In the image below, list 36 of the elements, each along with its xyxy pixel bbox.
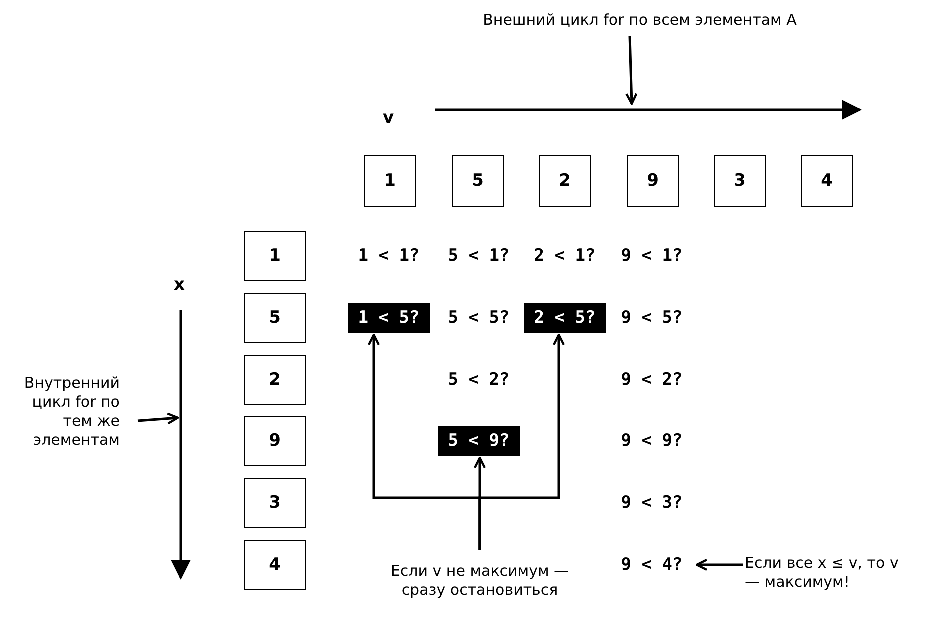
comparison-text: 9 < 2? [611,365,693,395]
comparison-text: 9 < 5? [611,303,693,333]
annotation-text: Внешний цикл for по всем элементам A [440,8,840,32]
arrow [626,36,638,106]
variable-label: v [383,108,394,128]
array-cell: 5 [452,155,504,207]
array-cell: 5 [244,293,306,343]
comparison-text: 9 < 1? [611,241,693,271]
comparison-text: 2 < 1? [524,241,606,271]
array-cell: 4 [801,155,853,207]
comparison-text: 9 < 3? [611,488,693,518]
arrow [138,412,180,425]
array-cell: 2 [244,355,306,405]
highlighted-comparison: 5 < 9? [438,426,520,456]
array-cell: 2 [539,155,591,207]
comparison-text: 5 < 2? [438,365,520,395]
array-cell: 4 [244,540,306,590]
annotation-text: Если v не максимум — сразу остановиться [390,548,570,614]
annotation-text: Внутренний цикл for по тем же элементам [22,370,120,454]
comparison-text: 9 < 9? [611,426,693,456]
variable-label: x [174,275,185,295]
arrow [474,456,486,550]
annotation-text: Если все x ≤ v, то v — максимум! [745,552,915,594]
array-cell: 9 [627,155,679,207]
array-cell: 3 [244,478,306,528]
comparison-text: 1 < 1? [348,241,430,271]
array-cell: 9 [244,416,306,466]
array-cell: 1 [364,155,416,207]
highlighted-comparison: 2 < 5? [524,303,606,333]
comparison-text: 5 < 1? [438,241,520,271]
arrow [696,558,743,572]
highlighted-comparison: 1 < 5? [348,303,430,333]
array-cell: 1 [244,231,306,281]
array-cell: 3 [714,155,766,207]
comparison-text: 9 < 4? [611,550,693,580]
comparison-text: 5 < 5? [438,303,520,333]
